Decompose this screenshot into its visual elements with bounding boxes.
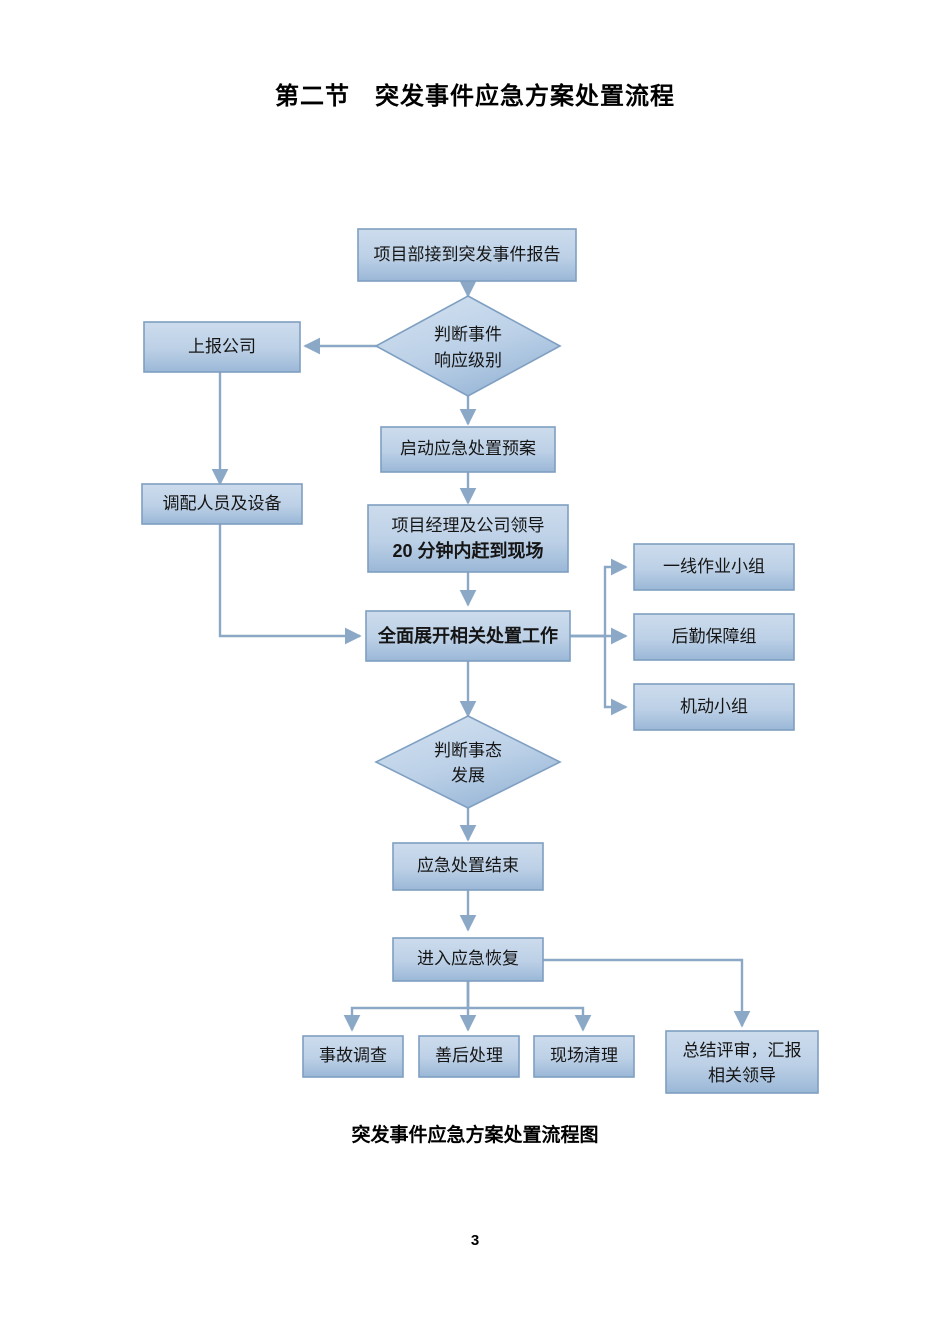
node-label: 善后处理 <box>435 1046 503 1065</box>
node-label: 后勤保障组 <box>672 627 757 646</box>
node-accident-investigation[interactable]: 事故调查 <box>302 1035 404 1078</box>
node-label: 全面展开相关处置工作 <box>377 625 558 646</box>
node-project-receives-report[interactable]: 项目部接到突发事件报告 <box>357 228 577 282</box>
node-activate-emergency-plan[interactable]: 启动应急处置预案 <box>380 426 556 473</box>
page-title: 第二节 突发事件应急方案处置流程 <box>275 83 675 110</box>
node-site-cleanup[interactable]: 现场清理 <box>533 1035 635 1078</box>
node-label-line1: 项目经理及公司领导 <box>392 516 545 535</box>
node-mobile-team[interactable]: 机动小组 <box>633 683 795 731</box>
node-enter-recovery[interactable]: 进入应急恢复 <box>392 937 544 982</box>
node-label-line2: 相关领导 <box>708 1066 776 1085</box>
node-label: 应急处置结束 <box>417 856 519 875</box>
node-managers-arrive-20min[interactable]: 项目经理及公司领导 20 分钟内赶到现场 <box>367 504 569 573</box>
node-judge-situation-development[interactable]: 判断事态 发展 <box>374 715 562 809</box>
node-aftermath-handling[interactable]: 善后处理 <box>418 1035 520 1078</box>
node-label: 现场清理 <box>550 1046 618 1065</box>
node-summary-review-report[interactable]: 总结评审，汇报 相关领导 <box>665 1030 819 1094</box>
node-label-line1: 判断事态 <box>434 741 502 760</box>
edge-n4-n7 <box>218 522 362 645</box>
node-label: 一线作业小组 <box>663 557 765 576</box>
node-label-line2: 发展 <box>451 766 485 785</box>
edge-n7-n10 <box>570 634 628 716</box>
node-label: 机动小组 <box>680 697 748 716</box>
node-label: 进入应急恢复 <box>417 949 519 968</box>
node-judge-event-level[interactable]: 判断事件 响应级别 <box>374 295 562 397</box>
node-frontline-team[interactable]: 一线作业小组 <box>633 543 795 591</box>
node-logistics-team[interactable]: 后勤保障组 <box>633 613 795 661</box>
node-emergency-response-end[interactable]: 应急处置结束 <box>392 842 544 891</box>
connector-group <box>211 280 751 1032</box>
node-label-line2: 20 分钟内赶到现场 <box>392 540 543 561</box>
node-full-response-work[interactable]: 全面展开相关处置工作 <box>365 610 571 662</box>
figure-caption: 突发事件应急方案处置流程图 <box>351 1125 599 1146</box>
edge-n13-n16 <box>466 981 592 1032</box>
node-label: 上报公司 <box>188 337 256 356</box>
node-label-line1: 总结评审，汇报 <box>683 1041 802 1060</box>
edge-n7-n8 <box>570 558 628 638</box>
node-label: 事故调查 <box>319 1046 387 1065</box>
page-number: 3 <box>470 1232 480 1249</box>
node-label: 项目部接到突发事件报告 <box>374 245 561 264</box>
edge-n13-n17 <box>543 958 751 1028</box>
node-report-to-company[interactable]: 上报公司 <box>143 321 301 373</box>
node-label-line1: 判断事件 <box>434 325 502 344</box>
node-label-line2: 响应级别 <box>434 351 502 370</box>
edge-n13-n14 <box>343 981 470 1032</box>
node-label: 调配人员及设备 <box>163 494 282 513</box>
node-label: 启动应急处置预案 <box>400 439 536 458</box>
node-allocate-personnel-equipment[interactable]: 调配人员及设备 <box>141 483 303 525</box>
